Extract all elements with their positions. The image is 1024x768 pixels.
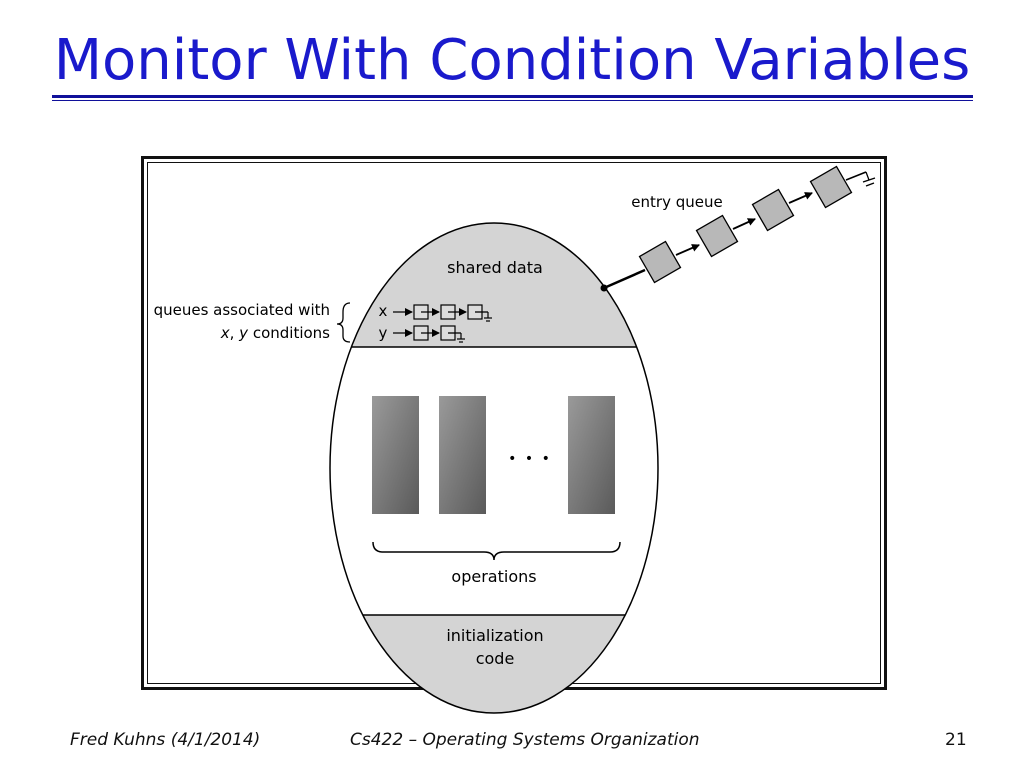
footer-author: Fred Kuhns (4/1/2014) xyxy=(70,730,261,750)
null-terminator-icon xyxy=(865,171,870,181)
queue-node xyxy=(695,214,739,258)
initialization-label-line2: code xyxy=(476,649,515,668)
queues-label-var1: x xyxy=(220,324,230,342)
queue-y xyxy=(393,325,465,343)
operation-block xyxy=(439,396,486,514)
queues-brace xyxy=(336,302,351,343)
footer-page-number: 21 xyxy=(945,730,967,750)
operation-block xyxy=(372,396,419,514)
queue-x xyxy=(393,304,492,322)
entry-queue xyxy=(600,165,876,292)
queues-label-rest: conditions xyxy=(248,324,330,342)
footer-course: Cs422 – Operating Systems Organization xyxy=(350,730,700,750)
queues-label-line1: queues associated with xyxy=(154,301,330,319)
queue-node xyxy=(809,165,853,209)
operations-ellipsis: • • • xyxy=(508,451,552,467)
queue-node xyxy=(751,188,795,232)
initialization-label-line1: initialization xyxy=(446,626,543,645)
operations-brace xyxy=(372,541,621,561)
operation-block xyxy=(568,396,615,514)
monitor-oval xyxy=(329,222,659,714)
queues-label-var2: y xyxy=(238,324,249,342)
operations-label: operations xyxy=(451,567,536,586)
queue-y-label: y xyxy=(379,324,388,342)
entry-link xyxy=(603,268,646,290)
title-underline-thick xyxy=(52,95,973,98)
entry-queue-label: entry queue xyxy=(631,193,722,211)
queue-x-label: x xyxy=(379,302,388,320)
shared-data-label: shared data xyxy=(447,258,543,277)
queue-node xyxy=(638,240,682,284)
slide-title: Monitor With Condition Variables xyxy=(53,28,971,93)
title-underline-thin xyxy=(52,100,973,101)
queues-label-line2: x, y conditions xyxy=(220,324,330,342)
queues-label-comma: , xyxy=(230,324,240,342)
